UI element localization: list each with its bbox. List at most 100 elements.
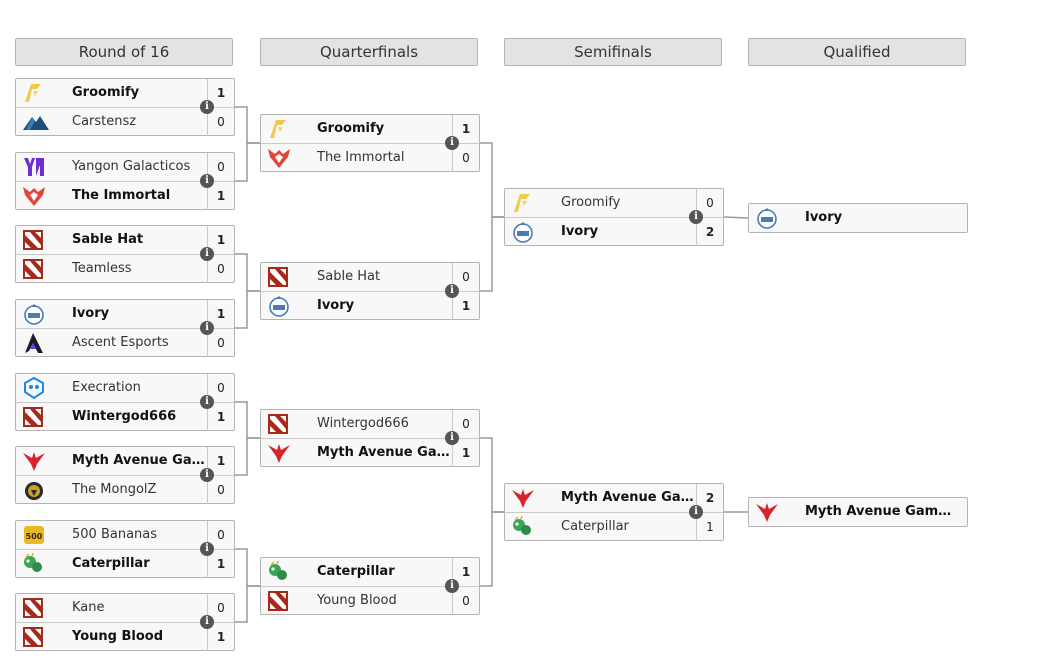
team-name: Ivory <box>72 306 110 321</box>
team-name: Myth Avenue Gaming <box>72 453 206 468</box>
connector-line <box>235 548 260 587</box>
myth-logo-icon <box>755 501 779 523</box>
round-header-4: Qualified <box>748 38 966 66</box>
team-score: 0 <box>207 594 234 622</box>
match-info-icon[interactable]: i <box>445 431 459 445</box>
qualified-team-name: Ivory <box>805 210 843 225</box>
connector-line <box>235 290 260 329</box>
round-header-2: Quarterfinals <box>260 38 478 66</box>
carstensz-logo-icon <box>22 111 49 133</box>
match-info-icon[interactable]: i <box>689 210 703 224</box>
team-score: 1 <box>452 115 479 143</box>
dota-logo-icon <box>267 266 291 288</box>
team-name: Young Blood <box>72 629 164 644</box>
team-name: Wintergod666 <box>72 409 177 424</box>
execration-logo-icon <box>22 376 46 400</box>
team-row[interactable]: Groomify 0 <box>505 189 723 218</box>
team-name: Yangon Galacticos <box>72 159 191 174</box>
team-score: 2 <box>696 484 723 512</box>
team-score: 0 <box>207 108 234 136</box>
dota-logo-icon <box>22 406 46 428</box>
team-score: 0 <box>207 255 234 283</box>
yangon-logo-icon <box>22 156 46 178</box>
team-row[interactable]: Wintergod666 1 <box>16 403 234 431</box>
team-score: 1 <box>207 550 234 578</box>
qualified-card: Myth Avenue Gaming <box>748 497 968 527</box>
team-score: 0 <box>207 521 234 549</box>
team-name: The MongolZ <box>72 482 157 497</box>
team-name: Ivory <box>561 224 599 239</box>
connector-line <box>480 437 504 513</box>
match-info-icon[interactable]: i <box>200 468 214 482</box>
match-info-icon[interactable]: i <box>200 395 214 409</box>
team-row[interactable]: Sable Hat 0 <box>261 263 479 292</box>
dota-logo-icon <box>22 597 46 619</box>
team-score: 1 <box>452 558 479 586</box>
connector-line <box>480 142 504 218</box>
qualified-team-name: Myth Avenue Gaming <box>805 504 955 519</box>
match-info-icon[interactable]: i <box>200 100 214 114</box>
ascent-logo-icon <box>22 332 46 354</box>
match-info-icon[interactable]: i <box>200 174 214 188</box>
team-name: Groomify <box>561 195 621 210</box>
match-info-icon[interactable]: i <box>445 579 459 593</box>
team-name: Sable Hat <box>317 269 381 284</box>
groomify-logo-icon <box>511 192 535 214</box>
connector-line <box>480 216 504 292</box>
team-score: 1 <box>207 403 234 431</box>
connector-line <box>235 253 260 292</box>
match-info-icon[interactable]: i <box>445 284 459 298</box>
team-score: 0 <box>696 189 723 217</box>
match-info-icon[interactable]: i <box>200 321 214 335</box>
team-row[interactable]: Myth Avenue Gaming2 <box>505 484 723 513</box>
mongolz-logo-icon <box>22 479 46 501</box>
qualified-team[interactable]: Ivory <box>749 204 967 232</box>
qualified-team[interactable]: Myth Avenue Gaming <box>749 498 967 526</box>
team-row[interactable]: Myth Avenue Gaming1 <box>261 439 479 467</box>
round-header-3: Semifinals <box>504 38 722 66</box>
dota-logo-icon <box>267 413 291 435</box>
dota-logo-icon <box>22 229 46 251</box>
match-info-icon[interactable]: i <box>200 542 214 556</box>
team-row[interactable]: Myth Avenue Gaming1 <box>16 447 234 476</box>
match-info-icon[interactable]: i <box>200 247 214 261</box>
match-info-icon[interactable]: i <box>200 615 214 629</box>
team-score: 0 <box>207 374 234 402</box>
team-name: Groomify <box>72 85 140 100</box>
svg-text:500: 500 <box>26 532 43 541</box>
team-name: Myth Avenue Gaming <box>317 445 451 460</box>
team-score: 1 <box>696 513 723 541</box>
match-info-icon[interactable]: i <box>689 505 703 519</box>
match-info-icon[interactable]: i <box>445 136 459 150</box>
team-score: 0 <box>452 263 479 291</box>
